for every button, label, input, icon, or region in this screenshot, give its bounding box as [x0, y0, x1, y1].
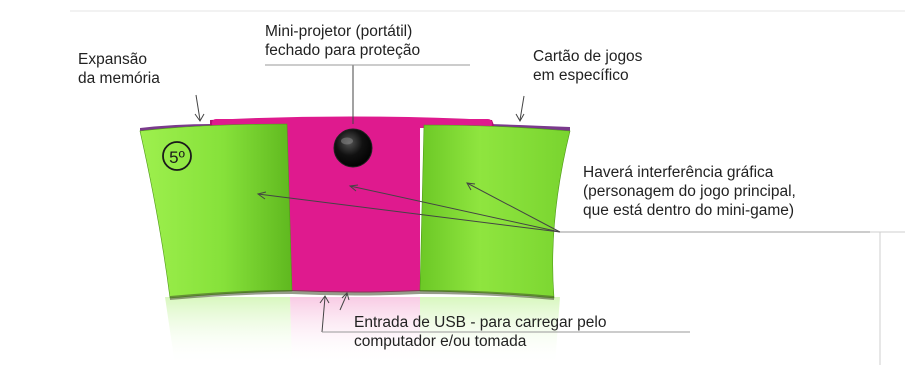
leader-lines: [194, 64, 870, 333]
center-reflection: [290, 297, 420, 365]
memory-arrow: [195, 94, 201, 121]
usb-arrow-2: [339, 293, 348, 311]
left-green-panel: [139, 123, 293, 299]
label-game-card: Cartão de jogos em específico: [533, 47, 642, 85]
label-usb-input: Entrada de USB - para carregar pelo comp…: [354, 313, 606, 351]
interference-line-right: [466, 182, 561, 233]
label-memory-line-2: da memória: [78, 70, 160, 87]
badge-circle: [162, 141, 192, 171]
label-interference-line-1: Haverá interferência gráfica: [583, 164, 774, 181]
lens-highlight: [341, 137, 353, 145]
memory-arrowhead: [194, 113, 205, 122]
label-interference-line-3: que está dentro do mini-game): [583, 202, 795, 219]
right-green-panel: [419, 124, 571, 299]
label-usb-line-1: Entrada de USB - para carregar pelo: [354, 314, 607, 331]
interference-arrowhead-center: [348, 184, 359, 192]
bottom-shadow: [170, 290, 554, 300]
interference-arrowhead-right: [466, 182, 476, 191]
interference-line-center: [349, 185, 561, 233]
label-graphic-interference: Haverá interferência gráfica (personagem…: [583, 163, 796, 220]
label-memory-expansion: Expansão da memória: [78, 50, 160, 88]
interference-arrowhead-left: [256, 191, 267, 200]
card-arrowhead: [515, 113, 525, 123]
card-arrow: [519, 95, 525, 121]
projector-lens: [333, 128, 373, 168]
interference-line-left: [257, 193, 561, 233]
usb-arrowhead-2: [341, 292, 350, 301]
label-interference-line-2: (personagem do jogo principal,: [583, 183, 796, 200]
right-reflection: [420, 297, 560, 365]
label-mini-projector: Mini-projetor (portátil) fechado para pr…: [265, 22, 420, 60]
label-usb-line-2: computador e/ou tomada: [354, 333, 527, 350]
label-card-line-2: em específico: [533, 67, 629, 84]
label-projector-line-2: fechado para proteção: [265, 42, 421, 59]
label-memory-line-1: Expansão: [78, 51, 147, 68]
label-card-line-1: Cartão de jogos: [533, 48, 643, 65]
projector-body: [210, 116, 495, 293]
label-projector-line-1: Mini-projetor (portátil): [265, 23, 413, 40]
usb-arrow-1: [321, 296, 326, 333]
usb-arrowhead-1: [319, 295, 330, 304]
badge-text: 5º: [169, 148, 185, 167]
left-reflection: [165, 297, 292, 365]
